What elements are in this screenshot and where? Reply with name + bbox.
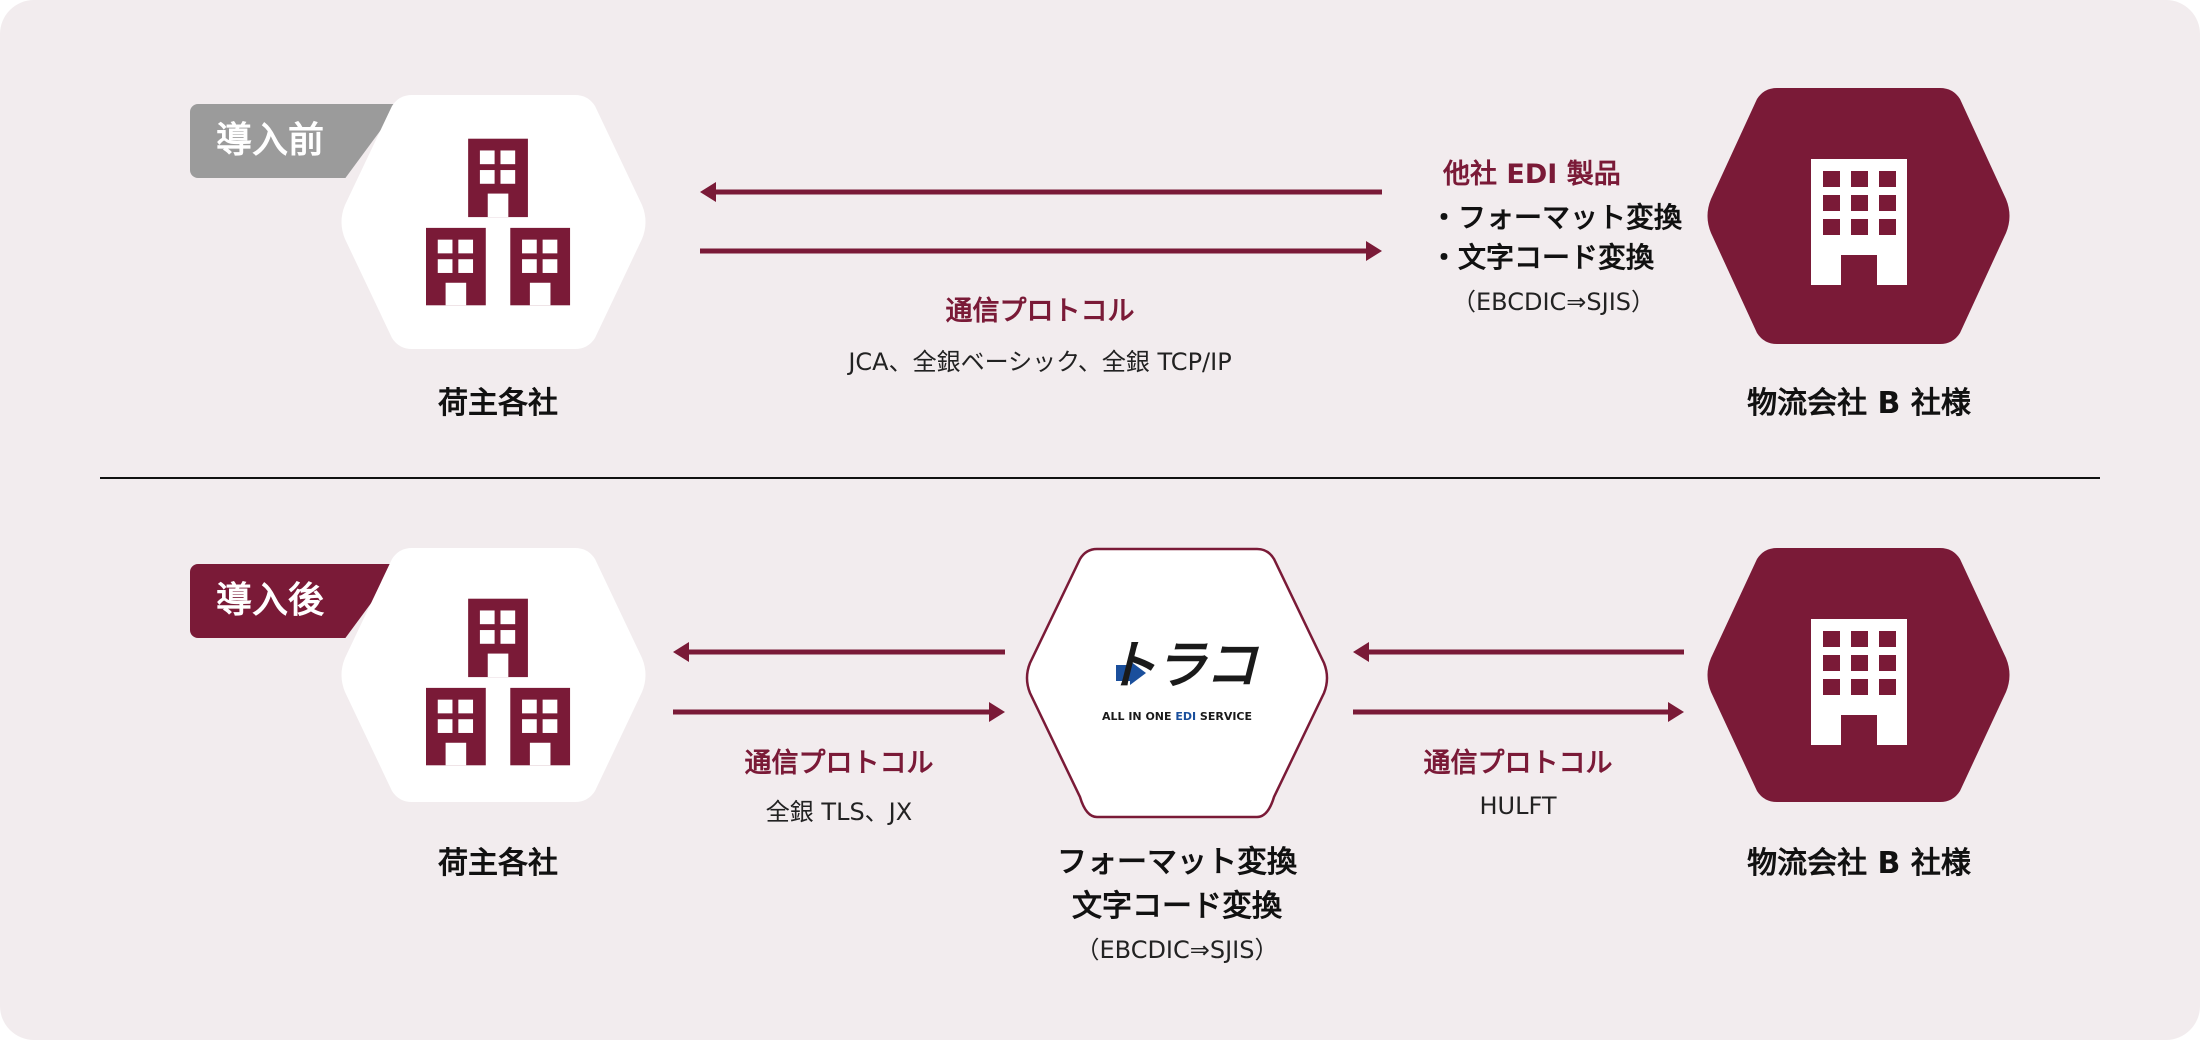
- shipper-label-after: 荷主各社: [438, 846, 558, 881]
- logistics-label-after: 物流会社 B 社様: [1747, 846, 1971, 881]
- arrows-before: [700, 182, 1382, 261]
- logistics-node-after: [1707, 548, 2010, 802]
- section-divider: [100, 477, 2100, 479]
- trakko-node: [1025, 547, 1329, 819]
- edi-item-charset: ・文字コード変換: [1430, 241, 1655, 274]
- protocol-text-after-right: HULFT: [1479, 792, 1557, 820]
- logistics-label-before: 物流会社 B 社様: [1747, 386, 1971, 421]
- protocol-title-before: 通信プロトコル: [945, 296, 1135, 327]
- arrows-after-left: [673, 642, 1005, 722]
- edi-note: （EBCDIC⇒SJIS）: [1452, 288, 1656, 316]
- edi-item-format: ・フォーマット変換: [1430, 201, 1683, 234]
- center-note: （EBCDIC⇒SJIS）: [1075, 936, 1279, 964]
- protocol-title-after-left: 通信プロトコル: [744, 748, 934, 779]
- protocol-title-after-right: 通信プロトコル: [1423, 748, 1613, 779]
- shipper-label-before: 荷主各社: [438, 386, 558, 421]
- center-line-format: フォーマット変換: [1057, 845, 1297, 880]
- protocol-text-before: JCA、全銀ベーシック、全銀 TCP/IP: [848, 348, 1232, 376]
- protocol-text-after-left: 全銀 TLS、JX: [765, 798, 913, 826]
- center-line-charset: 文字コード変換: [1072, 889, 1282, 924]
- logistics-node-before: [1707, 88, 2010, 344]
- arrows-after-right: [1353, 642, 1684, 722]
- edi-title: 他社 EDI 製品: [1443, 159, 1621, 190]
- arrow-logo-icon: [1116, 661, 1146, 685]
- tag-before: 導入前: [190, 104, 400, 178]
- trakko-logo: トラコ: [1104, 636, 1257, 696]
- trakko-logo-subtitle: ALL IN ONE EDI SERVICE: [1101, 710, 1253, 723]
- shipper-node-before: [341, 95, 646, 349]
- shipper-node-after: [341, 548, 646, 802]
